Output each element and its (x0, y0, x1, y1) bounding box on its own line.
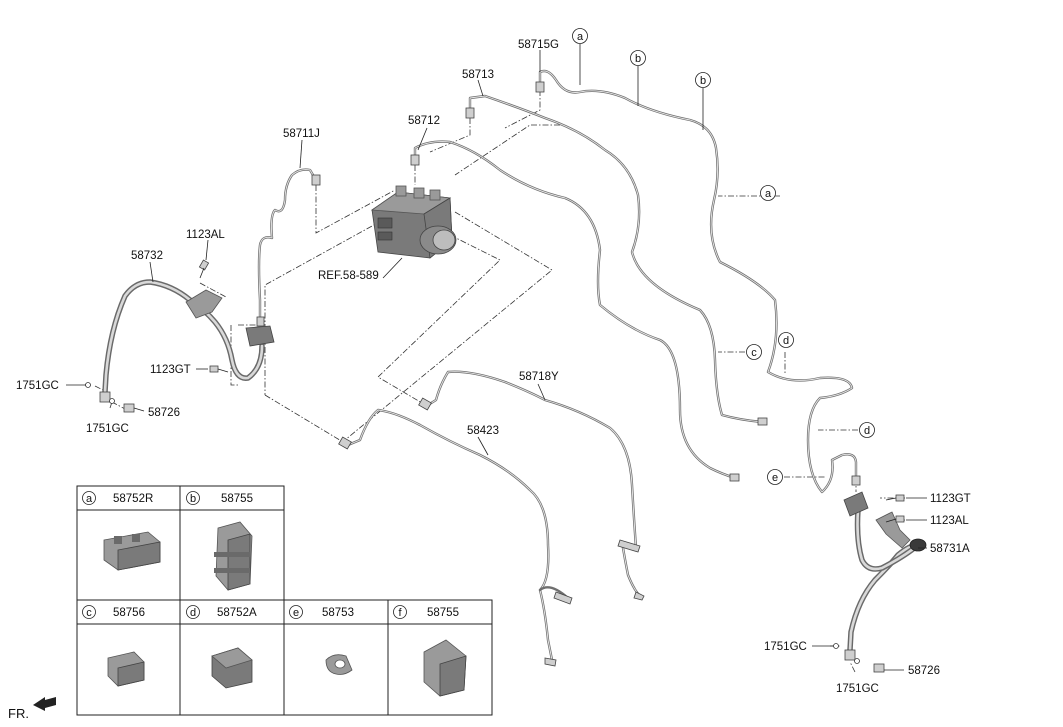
label-ref-58-589: REF.58-589 (318, 270, 379, 282)
leader-lines (66, 44, 927, 671)
legend-part-58752A: 58752A (217, 607, 257, 619)
label-58713: 58713 (462, 69, 494, 81)
legend-part-58752R: 58752R (113, 493, 153, 505)
clip-marker-a-top: a (572, 28, 588, 44)
label-1123GT-left: 1123GT (150, 364, 191, 376)
clip-marker-d-1: d (778, 332, 794, 348)
svg-text:c: c (86, 607, 92, 619)
arrow-icon (33, 697, 56, 711)
svg-text:a: a (86, 493, 93, 505)
label-1123AL-left: 1123AL (186, 229, 225, 241)
label-1751GC-left-b: 1751GC (86, 423, 129, 435)
legend-cell-b: b 58755 (186, 491, 253, 591)
hose-58732-assembly (85, 279, 275, 413)
svg-text:b: b (190, 493, 196, 505)
svg-text:a: a (577, 31, 584, 43)
front-indicator: FR. (8, 697, 56, 721)
label-58423: 58423 (467, 425, 499, 437)
label-58726-left: 58726 (148, 407, 180, 419)
clip-markers: a b b a c d d e (572, 28, 875, 485)
svg-text:b: b (700, 75, 706, 87)
clip-marker-b-1: b (630, 50, 646, 66)
label-1751GC-right-a: 1751GC (764, 641, 807, 653)
clip-marker-e: e (767, 469, 783, 485)
clip-marker-a-side: a (760, 185, 776, 201)
label-58732: 58732 (131, 250, 163, 262)
legend-cell-d: d 58752A (186, 605, 257, 689)
front-label: FR. (8, 706, 29, 721)
label-58715G: 58715G (518, 39, 559, 51)
legend-table: a 58752R b 58755 c 58756 d (76, 485, 493, 716)
label-58718Y: 58718Y (519, 371, 559, 383)
clip-marker-c: c (746, 344, 762, 360)
legend-cell-c: c 58756 (82, 605, 145, 687)
svg-text:e: e (293, 607, 299, 619)
callout-labels: 58715G 58713 58712 58711J 1123AL 58732 R… (16, 39, 971, 695)
clip-marker-b-2: b (695, 72, 711, 88)
svg-text:a: a (765, 188, 772, 200)
pipe-fittings (256, 81, 861, 667)
brake-pipes (257, 69, 858, 662)
svg-text:e: e (772, 472, 778, 484)
abs-modulator-icon (370, 185, 457, 259)
label-1123GT-right: 1123GT (930, 493, 971, 505)
label-58731A: 58731A (930, 543, 970, 555)
label-58712: 58712 (408, 115, 440, 127)
label-1123AL-right: 1123AL (930, 515, 969, 527)
legend-part-58756: 58756 (113, 607, 145, 619)
legend-part-58753: 58753 (322, 607, 354, 619)
svg-text:f: f (398, 607, 402, 619)
legend-part-58755-b: 58755 (221, 493, 253, 505)
bolts (198, 259, 905, 523)
legend-part-58755-f: 58755 (427, 607, 459, 619)
svg-text:d: d (864, 425, 870, 437)
label-58726-right: 58726 (908, 665, 940, 677)
svg-text:d: d (783, 335, 789, 347)
svg-text:d: d (190, 607, 196, 619)
hose-58731A-assembly (833, 491, 927, 673)
label-1751GC-left-a: 1751GC (16, 380, 59, 392)
legend-cell-e: e 58753 (289, 605, 354, 675)
legend-cell-a: a 58752R (82, 491, 161, 571)
svg-text:b: b (635, 53, 641, 65)
clip-marker-d-2: d (859, 422, 875, 438)
svg-text:c: c (751, 347, 757, 359)
label-58711J: 58711J (283, 128, 320, 140)
label-1751GC-right-b: 1751GC (836, 683, 879, 695)
legend-cell-f: f 58755 (393, 605, 467, 697)
